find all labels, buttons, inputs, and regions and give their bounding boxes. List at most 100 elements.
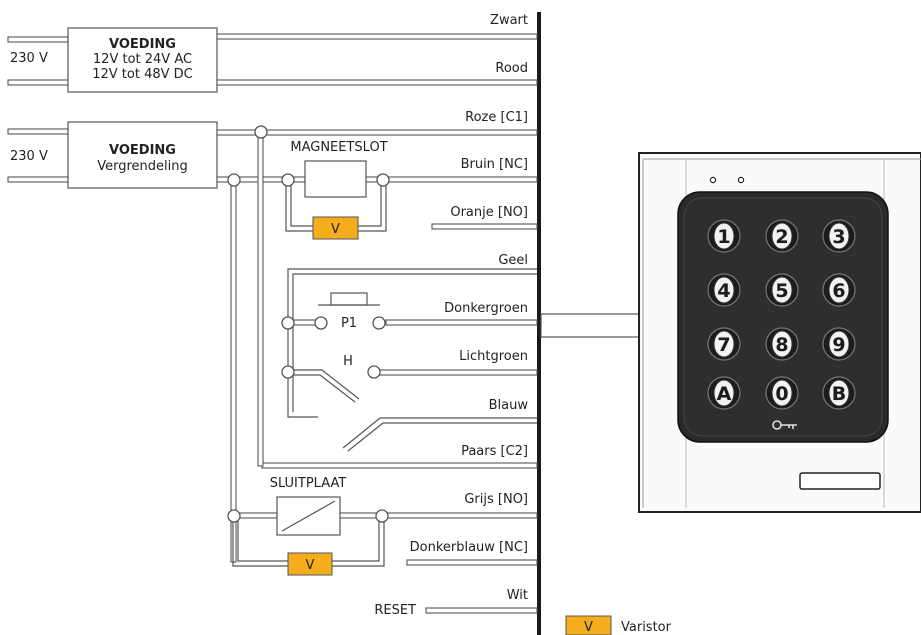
- keypad-face-inner: [683, 197, 883, 437]
- led-2: [737, 176, 745, 184]
- strike-node-left: [227, 509, 241, 523]
- key-a-label: A: [717, 383, 732, 405]
- key-9-label: 9: [832, 334, 845, 356]
- strike-label: SLUITPLAAT: [270, 476, 347, 491]
- wire-rood: [216, 79, 538, 86]
- push-button-p1: P1: [287, 292, 386, 331]
- node-roze: [254, 125, 268, 139]
- wire-roze: [216, 129, 538, 136]
- key-0-label: 0: [775, 383, 788, 405]
- led-1: [709, 176, 717, 184]
- wire-blauw: [342, 417, 537, 449]
- label-wit: Wit: [507, 588, 528, 603]
- lock-node-left: [281, 173, 295, 187]
- wire-geel: [287, 268, 537, 418]
- label-oranje: Oranje [NO]: [450, 205, 528, 220]
- label-grijs: Grijs [NO]: [464, 492, 528, 507]
- key-6-face: [828, 276, 850, 304]
- supply-2-box: [67, 121, 218, 189]
- key-b-label: B: [832, 383, 846, 405]
- lock-varistor: [312, 216, 359, 240]
- keypad-cable: [540, 313, 640, 338]
- label-blauw: Blauw: [489, 398, 529, 413]
- lock-varistor-label: V: [331, 222, 340, 237]
- mains-wire-2b: [7, 176, 69, 183]
- key-4-label: 4: [717, 280, 730, 302]
- key-3-label: 3: [832, 226, 845, 248]
- key-9-face: [828, 330, 850, 358]
- supply-2-title: VOEDING: [109, 143, 176, 158]
- key-5-label: 5: [775, 280, 788, 302]
- key-5-face: [771, 276, 793, 304]
- reset-label: RESET: [374, 603, 416, 618]
- link-roze-paars: [257, 131, 264, 467]
- mains-wire-2a: [7, 128, 69, 135]
- switch-h-lever: [293, 369, 360, 400]
- key-b-face: [828, 379, 850, 407]
- terminal-bus: [537, 12, 541, 635]
- wire-zwart: [216, 33, 538, 40]
- key-4-face: [713, 276, 735, 304]
- strike-node-right: [375, 509, 389, 523]
- supply-1-title: VOEDING: [109, 37, 176, 52]
- terminal-wires: [261, 176, 538, 614]
- node-geel-h: [281, 365, 295, 379]
- switch-h: H: [293, 354, 381, 403]
- lock-coil: [304, 160, 367, 198]
- label-bruin: Bruin [NC]: [461, 157, 528, 172]
- wire-paars: [261, 462, 538, 469]
- strike-varistor-label: V: [306, 558, 315, 573]
- key-a-face: [713, 379, 735, 407]
- p1-button-cap: [330, 292, 368, 306]
- label-rood: Rood: [495, 61, 528, 76]
- mains-wire-1b: [7, 79, 69, 86]
- strike-varistor: [287, 552, 333, 576]
- supply-1-box: [67, 27, 218, 93]
- key-7-label: 7: [717, 334, 730, 356]
- link-supply-strike: [230, 179, 237, 563]
- key-0-face: [771, 379, 793, 407]
- key-icon: [772, 420, 797, 430]
- key-7-face: [713, 330, 735, 358]
- key-2-label: 2: [775, 226, 788, 248]
- switch-h-label: H: [343, 354, 353, 369]
- key-8-face: [771, 330, 793, 358]
- supply-1-input: 230 V: [10, 51, 48, 66]
- label-donkergroen: Donkergroen: [444, 301, 528, 316]
- node-geel-p1: [281, 316, 295, 330]
- label-geel: Geel: [498, 253, 528, 268]
- supply-2-input: 230 V: [10, 149, 48, 164]
- p1-node-left: [314, 316, 328, 330]
- legend-symbol: V: [584, 620, 593, 635]
- key-2-face: [771, 222, 793, 250]
- mains-wire-1a: [7, 36, 69, 43]
- key-6-label: 6: [832, 280, 845, 302]
- p1-node-right: [372, 316, 386, 330]
- supply-2: 230 V VOEDING Vergrendeling: [7, 121, 538, 189]
- wire-wit: [425, 607, 538, 614]
- wire-donkergroen: [385, 319, 538, 326]
- wire-lichtgroen: [373, 369, 538, 376]
- magnetic-lock: MAGNEETSLOT V: [281, 140, 390, 240]
- label-donkerblauw: Donkerblauw [NC]: [410, 540, 528, 555]
- strike-coil-diagonal: [281, 500, 336, 532]
- supply-1: 230 V VOEDING 12V tot 24V AC 12V tot 48V…: [7, 27, 538, 93]
- label-zwart: Zwart: [490, 13, 528, 28]
- card-slot: [799, 472, 881, 490]
- wire-oranje: [431, 223, 538, 230]
- supply-2-line1: Vergrendeling: [97, 159, 188, 174]
- wire-geel-inner: [292, 273, 537, 412]
- legend: V Varistor: [565, 615, 672, 635]
- p1-label: P1: [341, 316, 357, 331]
- wire-grijs: [379, 512, 538, 519]
- switch-h-node: [367, 365, 381, 379]
- key-1-label: 1: [717, 226, 730, 248]
- label-paars: Paars [C2]: [461, 444, 528, 459]
- label-roze: Roze [C1]: [465, 110, 528, 125]
- wire-blauw-inner: [347, 422, 537, 452]
- wire-labels: Zwart Rood Roze [C1] Bruin [NC] Oranje […: [410, 13, 529, 603]
